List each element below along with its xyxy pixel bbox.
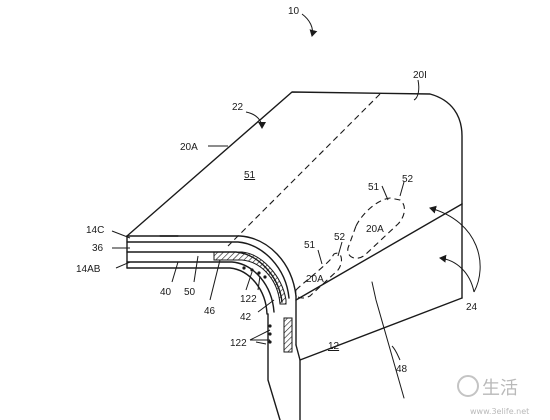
label-51-mid: 51 — [368, 182, 380, 193]
label-51-top: 51 — [244, 170, 256, 181]
label-50: 50 — [184, 287, 196, 298]
active-area-lower — [295, 252, 343, 299]
label-20A-low: 20A — [306, 274, 324, 285]
label-48: 48 — [396, 364, 408, 375]
label-122-a: 122 — [240, 294, 257, 305]
label-122-b: 122 — [230, 338, 247, 349]
label-42: 42 — [240, 312, 252, 323]
contact-dots-122 — [242, 266, 272, 344]
label-12: 12 — [328, 341, 340, 352]
label-10: 10 — [288, 6, 300, 17]
pointer-lines — [111, 13, 481, 361]
housing-sidewall — [267, 203, 463, 420]
label-14AB: 14AB — [76, 264, 101, 275]
label-14C: 14C — [86, 225, 104, 236]
label-20A-mid: 20A — [366, 224, 384, 235]
label-40: 40 — [160, 287, 172, 298]
label-51-low: 51 — [304, 240, 316, 251]
label-52-mid: 52 — [402, 174, 414, 185]
label-20I: 20I — [413, 70, 427, 81]
flexible-circuit-46 — [213, 251, 293, 353]
label-52-low: 52 — [334, 232, 346, 243]
watermark: 生活 www.3elife.net — [457, 375, 529, 416]
reference-labels: 10 20I 22 20A 51 51 52 20A 51 52 20A 14C… — [76, 6, 478, 375]
watermark-logo-icon — [457, 375, 479, 397]
watermark-brand: 生活 — [482, 378, 518, 399]
label-20A-top: 20A — [180, 142, 198, 153]
label-22: 22 — [232, 102, 244, 113]
active-area-upper — [347, 197, 406, 259]
label-46: 46 — [204, 306, 216, 317]
top-surface — [126, 91, 463, 247]
watermark-url: www.3elife.net — [470, 407, 529, 416]
label-24: 24 — [466, 302, 478, 313]
label-36: 36 — [92, 243, 104, 254]
